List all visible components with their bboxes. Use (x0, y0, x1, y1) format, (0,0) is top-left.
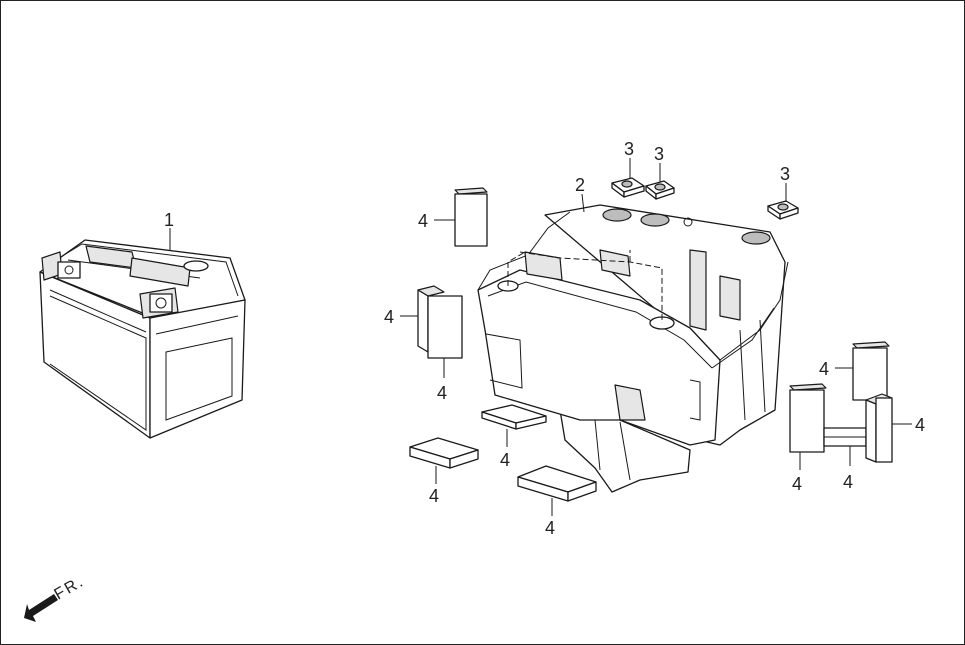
callout-3c: 3 (780, 164, 790, 184)
front-direction-label: FR. (52, 573, 88, 604)
leader-2 (581, 193, 585, 213)
callout-3a: 3 (624, 139, 634, 159)
pad-d (481, 404, 547, 430)
callout-4i: 4 (843, 472, 853, 492)
pad-f (517, 465, 597, 502)
battery (39, 239, 246, 439)
callout-4g: 4 (819, 359, 829, 379)
battery-box (477, 204, 789, 493)
callout-4j: 4 (915, 415, 925, 435)
pad-a (454, 187, 488, 247)
front-direction-arrow-icon (24, 594, 58, 622)
pad-g (852, 341, 890, 401)
nut-mid (645, 180, 675, 200)
nut-right (767, 200, 799, 220)
pad-j (865, 393, 893, 463)
callout-4d: 4 (500, 450, 510, 470)
callout-4h: 4 (792, 474, 802, 494)
pad-i (823, 427, 867, 447)
callout-4f: 4 (545, 518, 555, 538)
callout-4c: 4 (437, 383, 447, 403)
pad-e (409, 437, 479, 469)
callout-2: 2 (575, 175, 585, 195)
nut-left (611, 177, 645, 198)
callout-4a: 4 (418, 211, 428, 231)
callout-1: 1 (164, 210, 174, 230)
callout-4b: 4 (384, 307, 394, 327)
pad-h (789, 383, 827, 453)
callout-3b: 3 (654, 144, 664, 164)
pad-b (417, 285, 463, 359)
callout-4e: 4 (429, 486, 439, 506)
